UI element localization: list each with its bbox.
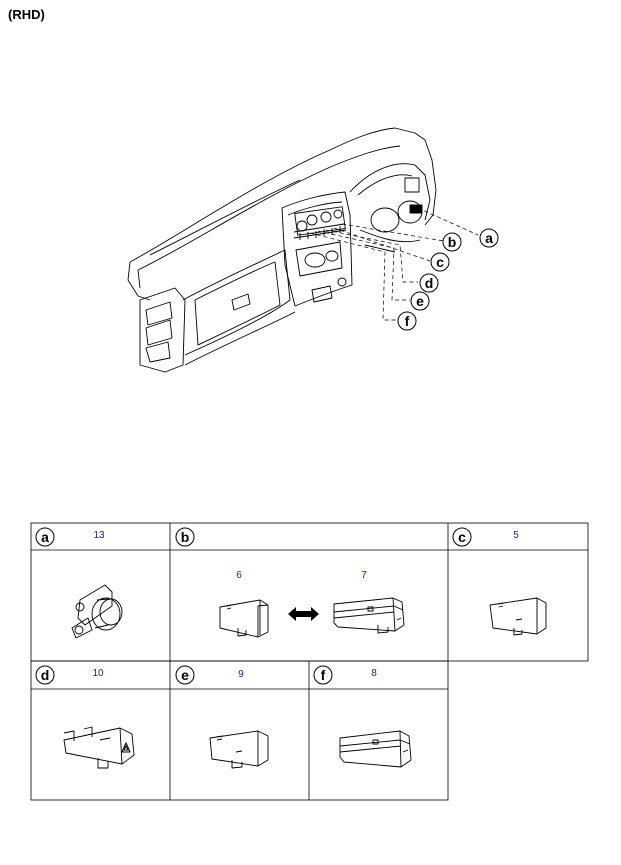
part-number-8: 8 xyxy=(371,668,377,679)
cell-letter-circles xyxy=(35,527,472,685)
part-number-10: 10 xyxy=(92,668,104,679)
cell-letter-f: f xyxy=(321,667,326,683)
callout-label-f: f xyxy=(405,313,410,329)
cell-letter-d: d xyxy=(41,667,50,683)
callout-d xyxy=(419,273,439,293)
part-number-9: 9 xyxy=(238,669,244,680)
cell-letter-a: a xyxy=(41,529,49,545)
callout-c xyxy=(430,252,450,272)
cell-letter-c: c xyxy=(458,529,466,545)
bidirectional-arrow-icon xyxy=(288,607,319,621)
callout-label-a: a xyxy=(485,230,493,246)
dashboard-illustration xyxy=(127,127,437,373)
callout-e xyxy=(410,291,430,311)
callout-label-e: e xyxy=(416,293,424,309)
leader-lines xyxy=(309,207,479,321)
part-b-switch-6 xyxy=(219,599,269,638)
page-title: (RHD) xyxy=(8,7,45,22)
part-e-switch-9 xyxy=(209,730,269,769)
part-f-switch-8 xyxy=(339,730,412,768)
callout-label-b: b xyxy=(448,234,457,250)
part-number-13: 13 xyxy=(93,530,105,541)
callout-f xyxy=(397,311,417,331)
callout-label-c: c xyxy=(436,254,444,270)
part-number-7: 7 xyxy=(361,570,367,581)
part-number-6: 6 xyxy=(236,570,242,581)
callout-b xyxy=(442,232,462,252)
part-d-hazard-switch xyxy=(63,726,135,769)
callout-a xyxy=(479,228,499,248)
callout-circles xyxy=(397,228,499,331)
part-a-rotary-switch xyxy=(71,584,123,639)
cell-letter-b: b xyxy=(181,529,190,545)
part-c-switch-5 xyxy=(489,597,547,636)
cell-letter-e: e xyxy=(181,667,189,683)
part-number-5: 5 xyxy=(513,530,519,541)
callout-label-d: d xyxy=(425,275,434,291)
parts-table xyxy=(30,522,589,801)
part-b-switch-7 xyxy=(333,597,405,634)
